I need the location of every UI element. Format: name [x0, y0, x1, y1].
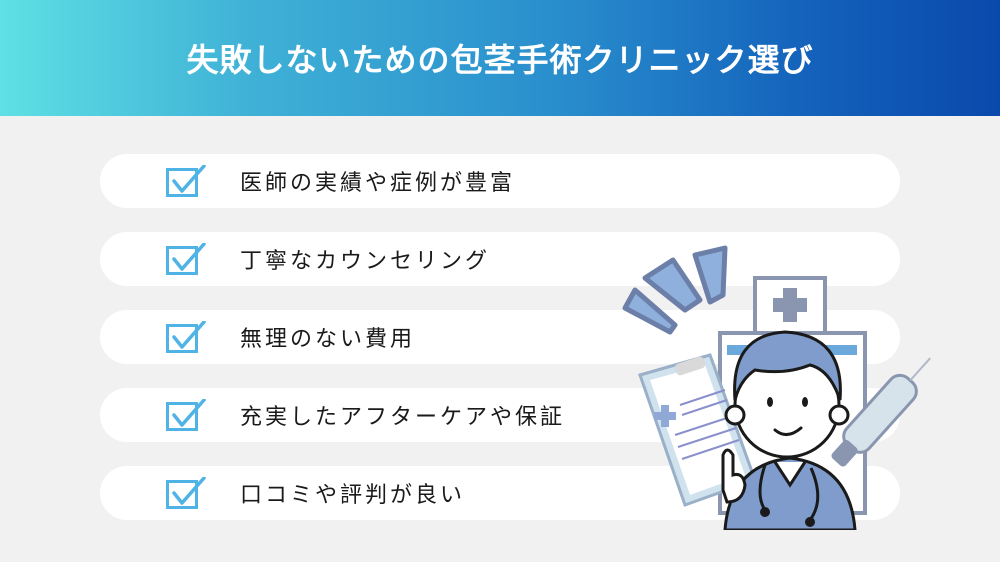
doctor-character	[721, 330, 857, 530]
checklist-item-label: 無理のない費用	[240, 327, 416, 352]
checkbox-checked-icon	[166, 321, 206, 353]
checklist-item: 医師の実績や症例が豊富	[100, 154, 900, 208]
checkbox-checked-icon	[166, 165, 206, 197]
checkbox-checked-icon	[166, 399, 206, 431]
checklist-item-label: 医師の実績や症例が豊富	[240, 171, 516, 196]
checklist-item-label: 口コミや評判が良い	[240, 483, 466, 508]
checkbox-checked-icon	[166, 243, 206, 275]
header-banner: 失敗しないための包茎手術クリニック選び	[0, 0, 1000, 116]
syringe-icon	[831, 357, 931, 467]
checklist-item-label: 丁寧なカウンセリング	[240, 249, 491, 274]
checklist-item-label: 充実したアフターケアや保証	[240, 405, 566, 430]
checkbox-checked-icon	[166, 477, 206, 509]
exclamation-marks-icon	[622, 245, 728, 335]
doctor-illustration	[622, 245, 931, 530]
page-title: 失敗しないための包茎手術クリニック選び	[186, 41, 814, 79]
